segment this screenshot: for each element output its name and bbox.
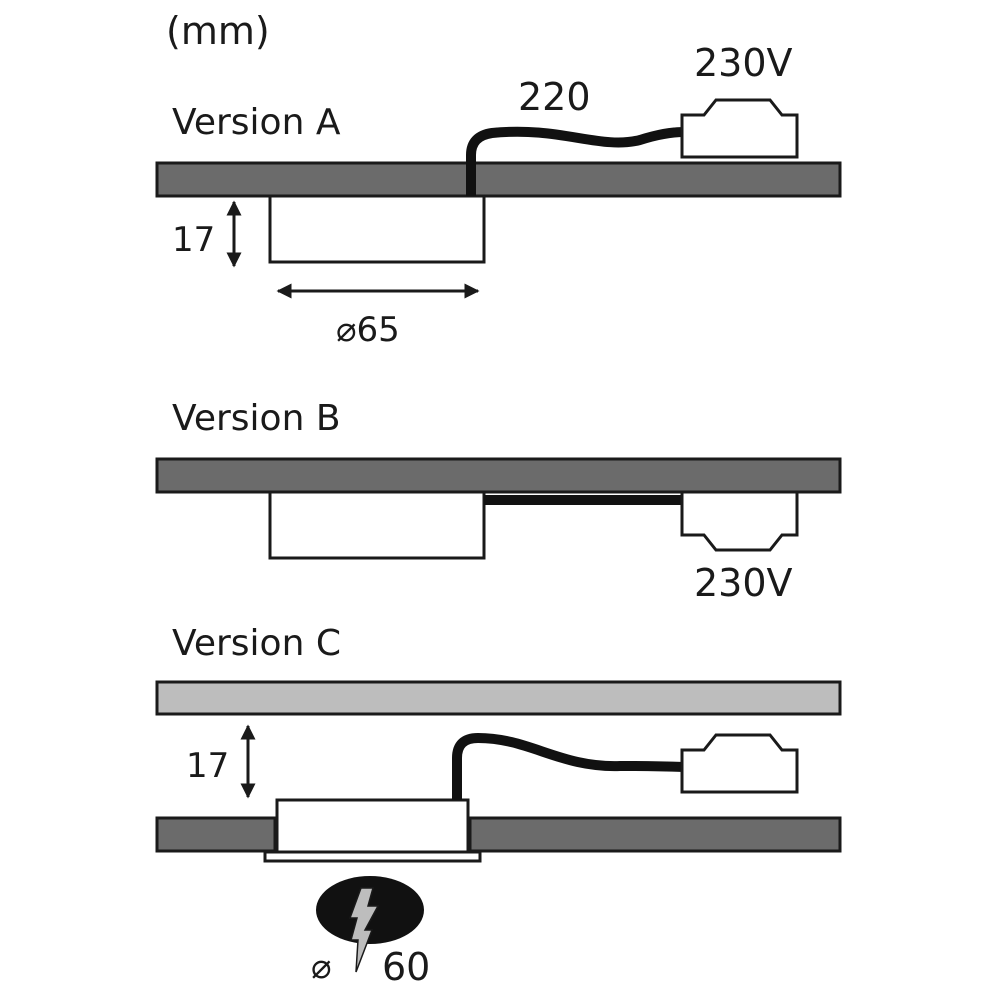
version-c-cable (452, 732, 685, 800)
version-a-height: 17 (172, 220, 215, 260)
version-c-driver (680, 733, 799, 794)
version-c-title: Version C (172, 623, 341, 664)
version-a: Version A 220 230V 17 ⌀65 (155, 41, 842, 350)
version-c-lower-board-left (155, 816, 277, 853)
version-c-height: 17 (186, 746, 229, 786)
version-a-voltage: 230V (694, 41, 793, 85)
version-b-driver (680, 490, 799, 552)
version-a-driver (680, 98, 799, 159)
version-b-light-body (268, 490, 486, 560)
version-c-cutout-symbol: ⌀ (311, 947, 331, 987)
version-c-lower-board-right (468, 816, 842, 853)
version-b-title: Version B (172, 398, 341, 439)
version-c-light-flange (263, 850, 482, 863)
version-c-cutout-value: 60 (382, 945, 430, 989)
version-b-voltage: 230V (694, 561, 793, 605)
version-a-cable (466, 126, 685, 196)
version-a-board (155, 161, 842, 198)
version-b-board (155, 457, 842, 494)
version-a-diameter: ⌀65 (336, 310, 400, 350)
version-a-cable-length: 220 (518, 75, 591, 119)
version-b: Version B 230V (155, 398, 842, 605)
unit-label: (mm) (166, 9, 270, 53)
drill-bit-icon (348, 887, 380, 973)
version-c-light-body (275, 798, 470, 854)
version-a-title: Version A (172, 102, 341, 143)
version-c-upper-board (155, 680, 842, 716)
version-c: Version C 17 ⌀ 60 (155, 623, 842, 989)
version-a-light-body (268, 194, 486, 264)
